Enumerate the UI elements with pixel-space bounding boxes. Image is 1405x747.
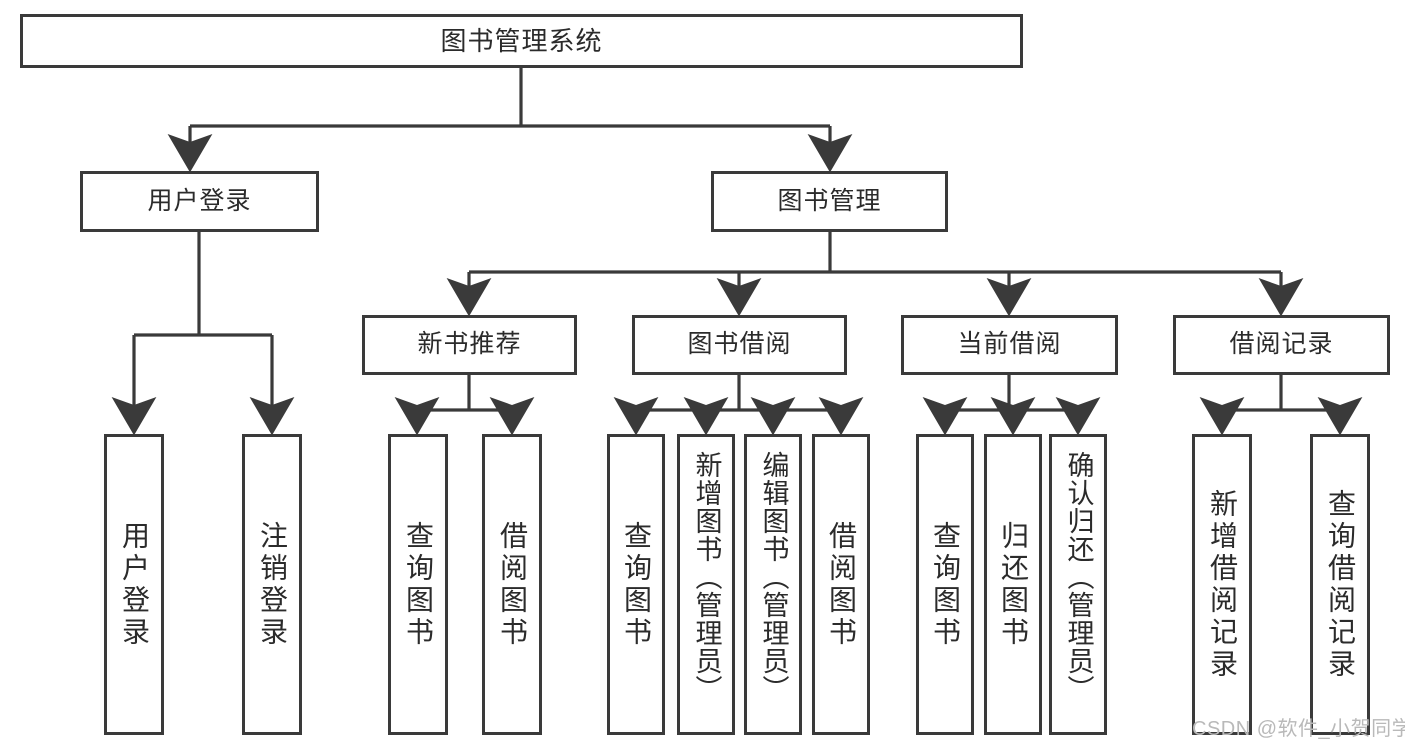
node-new-book-recommend[interactable]: 新书推荐	[362, 315, 577, 375]
node-book-borrow[interactable]: 图书借阅	[632, 315, 847, 375]
leaf-query-book-1-label: 查询图书	[403, 520, 434, 649]
leaf-user-login[interactable]: 用户登录	[104, 434, 164, 735]
leaf-confirm-return[interactable]: 确认归还（管理员）	[1049, 434, 1107, 735]
node-book-management-label: 图书管理	[777, 186, 882, 215]
leaf-add-record-label: 新增借阅记录	[1207, 488, 1238, 681]
leaf-add-book-label: 新增图书（管理员）	[691, 451, 722, 703]
leaf-query-book-2-label: 查询图书	[621, 520, 652, 649]
leaf-user-logout-label: 注销登录	[257, 520, 288, 649]
leaf-query-book-3-label: 查询图书	[930, 520, 961, 649]
node-book-borrow-label: 图书借阅	[687, 330, 792, 359]
leaf-query-record[interactable]: 查询借阅记录	[1310, 434, 1370, 735]
leaf-user-logout[interactable]: 注销登录	[242, 434, 302, 735]
csdn-watermark: CSDN @软件_小贺同学	[1192, 718, 1405, 740]
leaf-borrow-book-1[interactable]: 借阅图书	[482, 434, 542, 735]
leaf-query-book-2[interactable]: 查询图书	[607, 434, 665, 735]
node-user-login[interactable]: 用户登录	[80, 171, 319, 232]
node-user-login-label: 用户登录	[147, 186, 252, 215]
node-current-borrow[interactable]: 当前借阅	[901, 315, 1118, 375]
leaf-query-record-label: 查询借阅记录	[1325, 488, 1356, 681]
leaf-edit-book[interactable]: 编辑图书（管理员）	[744, 434, 802, 735]
leaf-add-record[interactable]: 新增借阅记录	[1192, 434, 1252, 735]
leaf-add-book[interactable]: 新增图书（管理员）	[677, 434, 735, 735]
leaf-borrow-book-1-label: 借阅图书	[497, 520, 528, 649]
node-borrow-records[interactable]: 借阅记录	[1173, 315, 1390, 375]
node-book-management[interactable]: 图书管理	[711, 171, 948, 232]
node-new-book-recommend-label: 新书推荐	[417, 330, 522, 359]
leaf-user-login-label: 用户登录	[119, 520, 150, 649]
leaf-borrow-book-2-label: 借阅图书	[826, 520, 857, 649]
leaf-return-book-label: 归还图书	[998, 520, 1029, 649]
leaf-return-book[interactable]: 归还图书	[984, 434, 1042, 735]
leaf-edit-book-label: 编辑图书（管理员）	[758, 451, 789, 703]
leaf-confirm-return-label: 确认归还（管理员）	[1063, 451, 1094, 703]
node-borrow-records-label: 借阅记录	[1229, 330, 1334, 359]
node-current-borrow-label: 当前借阅	[957, 330, 1062, 359]
leaf-borrow-book-2[interactable]: 借阅图书	[812, 434, 870, 735]
node-root-label: 图书管理系统	[440, 25, 603, 56]
leaf-query-book-3[interactable]: 查询图书	[916, 434, 974, 735]
node-root-system[interactable]: 图书管理系统	[20, 14, 1023, 68]
leaf-query-book-1[interactable]: 查询图书	[388, 434, 448, 735]
